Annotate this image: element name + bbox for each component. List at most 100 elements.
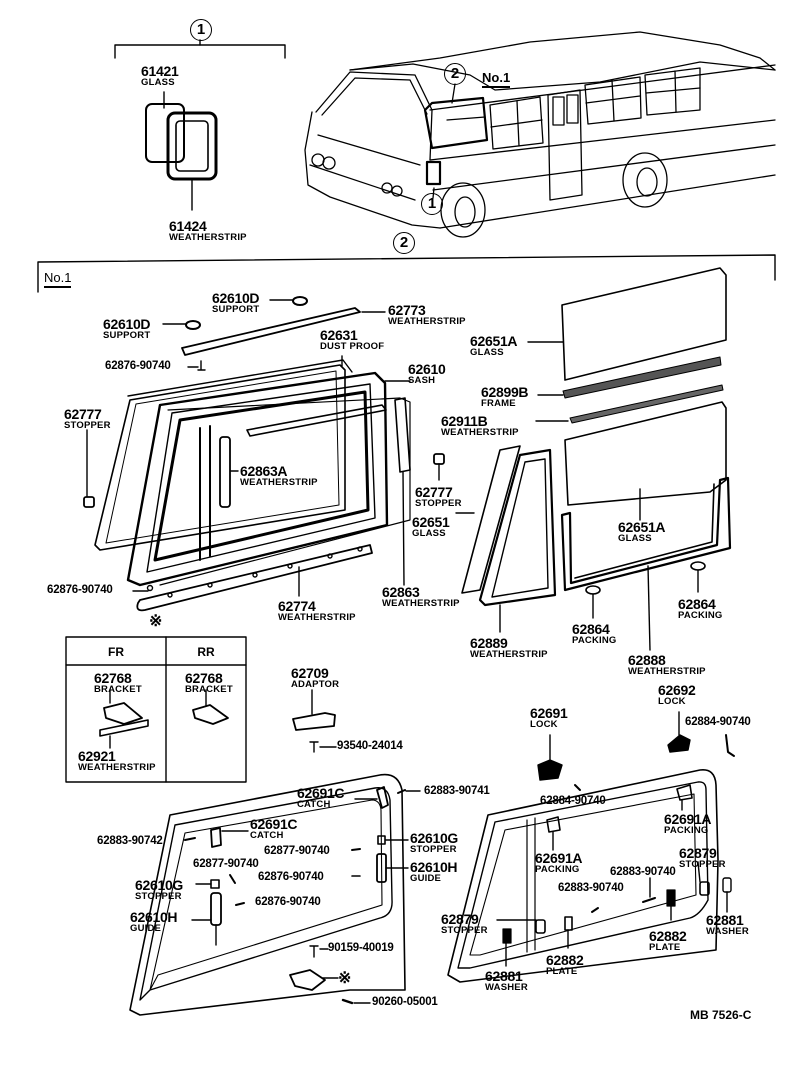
part-label: 62863 WEATHERSTRIP (382, 585, 460, 609)
part-number: 62876-90740 (47, 584, 113, 596)
part-name: GLASS (412, 528, 446, 539)
van-callout-no1: No.1 (482, 70, 511, 88)
part-number: 62863A (240, 463, 288, 479)
part-name: STOPPER (441, 925, 488, 936)
weatherstrip-62889 (478, 448, 557, 633)
part-label: 62888 WEATHERSTRIP (628, 653, 706, 677)
adaptor-62709-drawing (292, 689, 337, 753)
part-number: 62879 (679, 845, 717, 861)
part-number: 62651 (412, 514, 450, 530)
part-name: CATCH (297, 799, 331, 810)
part-label: 62882 PLATE (546, 952, 584, 977)
part-number: 62651A (618, 519, 666, 535)
part-number: 62610H (130, 909, 178, 925)
part-label: 62610G STOPPER (410, 831, 458, 855)
part-name: BRACKET (94, 684, 142, 695)
part-number: 62631 (320, 327, 358, 343)
part-label: 62651 GLASS (412, 514, 450, 539)
part-name: GUIDE (410, 873, 442, 884)
part-label: 62691C CATCH (250, 816, 298, 841)
part-number: 62768 (185, 670, 223, 686)
part-label: 62864 PACKING (678, 597, 723, 621)
part-name: GLASS (618, 533, 652, 544)
left-frame-drawing (129, 773, 421, 1016)
part-number: 62881 (485, 968, 523, 984)
part-number: 62610G (135, 877, 184, 893)
reference-circle-1: 1 (190, 19, 212, 41)
part-name: ADAPTOR (291, 679, 340, 690)
part-name: LOCK (530, 719, 558, 730)
section-title-no1: No.1 (44, 270, 72, 288)
part-name: WEATHERSTRIP (382, 598, 460, 609)
reference-circle-2-van: 2 (444, 63, 466, 85)
glass-62651A-top (527, 267, 727, 381)
part-label: 62879 STOPPER (679, 846, 726, 870)
part-name: WEATHERSTRIP (628, 666, 706, 677)
part-name: SUPPORT (103, 330, 151, 341)
part-label: 62691C CATCH (297, 786, 345, 810)
part-label: 62610H GUIDE (130, 909, 178, 934)
part-label: 62768 BRACKET (94, 671, 142, 695)
part-label: 62691A PACKING (535, 850, 583, 875)
part-name: PACKING (535, 864, 580, 875)
part-number: 61424 (169, 218, 207, 234)
part-label: 62899B FRAME (481, 385, 529, 409)
part-name: GUIDE (130, 923, 162, 934)
part-number: 90159-40019 (328, 942, 394, 954)
part-number: 62864 (678, 596, 716, 612)
part-number: 62888 (628, 652, 666, 668)
part-name: GLASS (141, 77, 175, 88)
no1-section-frame (37, 254, 776, 293)
part-name: GLASS (470, 347, 504, 358)
part-number: 62610H (410, 859, 458, 875)
part-number: 90260-05001 (372, 996, 438, 1008)
part-label: 62691 LOCK (530, 706, 568, 730)
part-label: 62911B WEATHERSTRIP (441, 414, 519, 438)
support-62610D-drawings (162, 296, 308, 330)
reference-circle-2: 2 (393, 232, 415, 254)
part-name: WEATHERSTRIP (388, 316, 466, 327)
part-number: 62876-90740 (255, 896, 321, 908)
part-name: PACKING (678, 610, 723, 621)
part-name: WASHER (706, 926, 749, 937)
part-label: 62774 WEATHERSTRIP (278, 599, 356, 623)
part-number: 62877-90740 (193, 858, 259, 870)
part-name: DUST PROOF (320, 341, 385, 352)
part-number: 93540-24014 (337, 740, 403, 752)
part-number: 62610D (212, 290, 260, 306)
part-name: WASHER (485, 982, 528, 993)
part-number: 62921 (78, 748, 116, 764)
part-name: CATCH (250, 830, 284, 841)
part-name: SASH (408, 375, 436, 386)
sash-62610-drawing (94, 355, 411, 587)
part-number: 62610 (408, 361, 446, 377)
part-name: WEATHERSTRIP (240, 477, 318, 488)
part-label: 62768 BRACKET (185, 671, 233, 695)
part-number: 62709 (291, 665, 329, 681)
frame-62899B (537, 356, 722, 399)
part-number: 62879 (441, 911, 479, 927)
weatherstrip-62773-drawing (181, 307, 386, 356)
part-number: 62883-90740 (610, 866, 676, 878)
part-name: PACKING (572, 635, 617, 646)
weatherstrip-61424-drawing (166, 111, 218, 211)
part-number: 62863 (382, 584, 420, 600)
part-name: WEATHERSTRIP (78, 762, 156, 773)
part-number: 62882 (546, 952, 584, 968)
part-label: 61424 WEATHERSTRIP (169, 219, 247, 243)
part-label: 62879 STOPPER (441, 912, 488, 936)
part-label: 62610H GUIDE (410, 859, 458, 884)
part-label: 62610D SUPPORT (212, 290, 260, 315)
part-label: 62651A GLASS (470, 334, 518, 358)
table-header-fr: FR (108, 645, 124, 659)
part-label: 62610 SASH (408, 361, 446, 386)
part-number: 62692 (658, 682, 696, 698)
stopper-62777-right (433, 453, 445, 481)
part-name: WEATHERSTRIP (278, 612, 356, 623)
part-number: 62884-90740 (685, 716, 751, 728)
weatherstrip-62774-drawing (132, 544, 373, 612)
part-number: 62691A (535, 850, 583, 866)
part-label: 62709 ADAPTOR (291, 666, 339, 690)
part-number: 62691C (250, 816, 298, 832)
